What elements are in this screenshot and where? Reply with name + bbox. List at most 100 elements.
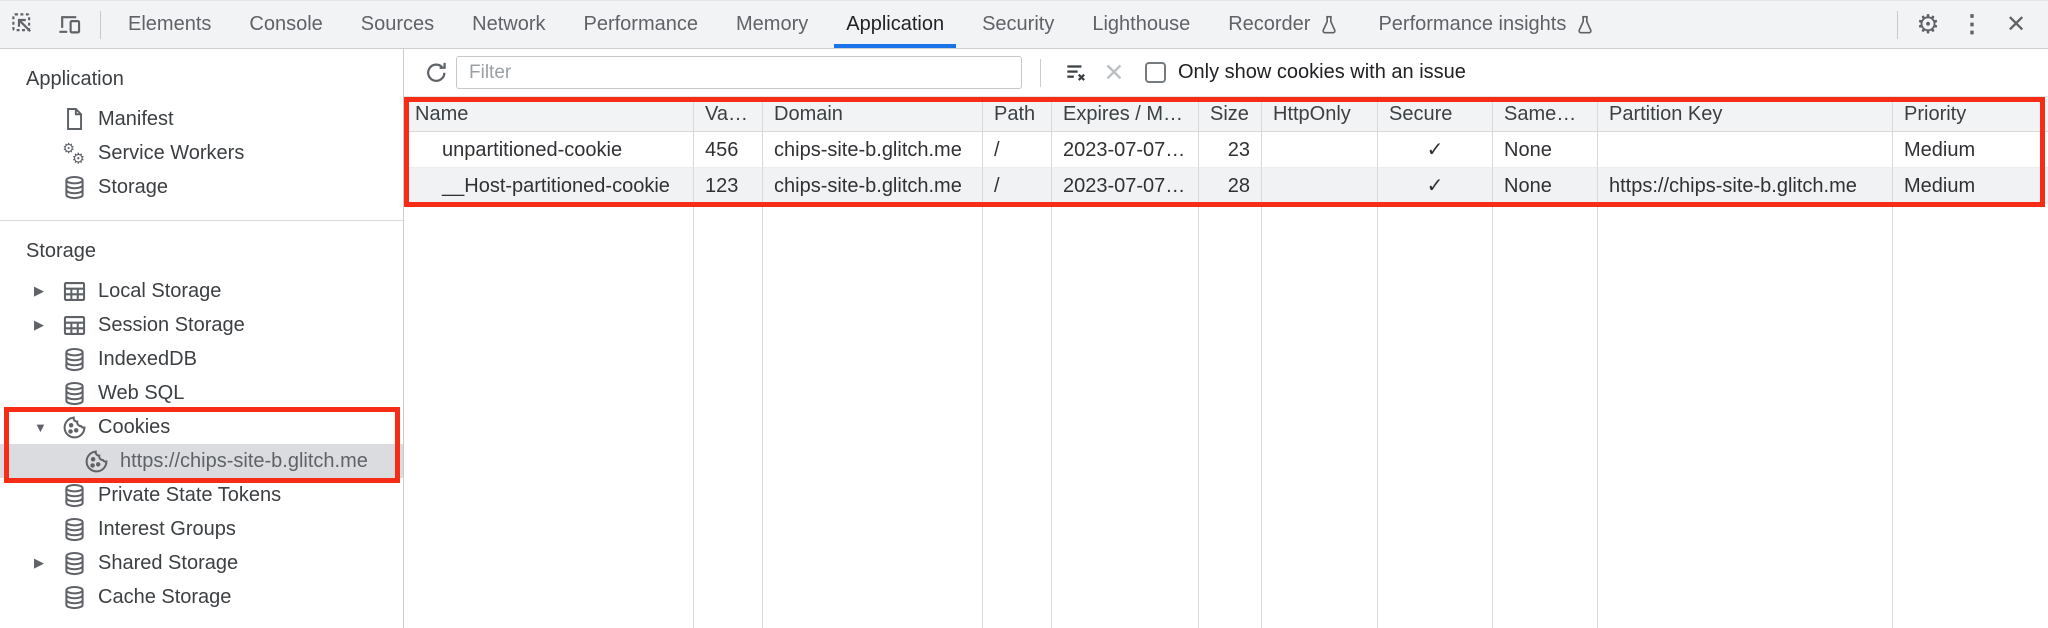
column-header-httponly[interactable]: HttpOnly [1262,97,1378,132]
tab-label: Memory [736,13,809,35]
tab-sources[interactable]: Sources [342,1,453,48]
sidebar-item-label: Cookies [98,415,171,438]
sidebar-item-storage[interactable]: Storage [0,170,403,204]
empty-column-area [1493,204,1598,628]
sidebar-item-private-state-tokens[interactable]: Private State Tokens [0,478,403,512]
tabbar-divider [100,10,101,39]
delete-cookie-button[interactable]: ✕ [1095,53,1133,93]
sidebar-item-indexeddb[interactable]: IndexedDB [0,342,403,376]
sidebar-item-https-chips-site-b-glitch-me[interactable]: https://chips-site-b.glitch.me [0,444,403,478]
tab-lighthouse[interactable]: Lighthouse [1073,1,1209,48]
sidebar-item-service-workers[interactable]: ⚙⚙ Service Workers [0,136,403,170]
cookies-toolbar: ✕ Only show cookies with an issue [404,49,2048,97]
sidebar-item-label: Private State Tokens [98,483,282,506]
cell-domain: chips-site-b.glitch.me [763,132,983,168]
tab-performance[interactable]: Performance [565,1,718,48]
tab-elements[interactable]: Elements [109,1,230,48]
experiment-flask-icon [1574,13,1596,37]
sidebar-item-cookies[interactable]: ▼ Cookies [0,410,403,444]
cell-partition-key [1598,132,1893,168]
tab-console[interactable]: Console [230,1,341,48]
column-header-size[interactable]: Size [1199,97,1262,132]
tab-label: Console [249,13,323,35]
sidebar-item-label: Cache Storage [98,585,232,608]
tab-label: Elements [128,13,212,35]
empty-column-area [1052,204,1199,628]
tab-application[interactable]: Application [827,1,963,48]
column-header-value[interactable]: Value [694,97,763,132]
column-header-priority[interactable]: Priority [1893,97,2048,132]
sidebar-item-label: https://chips-site-b.glitch.me [120,449,368,472]
chevron-right-icon[interactable]: ▶ [34,317,44,332]
sidebar-item-shared-storage[interactable]: ▶ Shared Storage [0,546,403,580]
cell-path: / [983,168,1052,204]
sidebar-item-local-storage[interactable]: ▶Local Storage [0,274,403,308]
section-header-application[interactable]: Application [26,68,124,90]
section-header-storage[interactable]: Storage [26,240,97,262]
tab-label: Sources [360,13,435,35]
devtools-tabbar: Elements Console Sources Network Performance… [0,0,2048,49]
column-header-name[interactable]: Name [404,97,694,132]
cell-secure: ✓ [1378,168,1493,204]
column-header-domain[interactable]: Domain [763,97,983,132]
column-header-expires-m[interactable]: Expires / M… [1052,97,1199,132]
tab-recorder[interactable]: Recorder [1209,1,1359,48]
chevron-right-icon[interactable]: ▶ [34,283,44,298]
column-header-secure[interactable]: Secure [1378,97,1493,132]
settings-button[interactable]: ⚙ [1906,1,1950,49]
tab-security[interactable]: Security [963,1,1073,48]
sidebar-item-interest-groups[interactable]: Interest Groups [0,512,403,546]
chevron-right-icon[interactable]: ▶ [34,555,44,570]
sidebar-item-label: Service Workers [98,141,245,164]
empty-column-area [1893,204,2048,628]
experiment-flask-icon [1318,13,1340,37]
inspect-icon [10,11,37,38]
cell-priority: Medium [1893,168,2048,204]
tabbar-right-divider [1897,10,1898,39]
sidebar-item-label: Shared Storage [98,551,239,574]
empty-column-area [983,204,1052,628]
refresh-button[interactable] [416,53,456,93]
cookies-pane: ✕ Only show cookies with an issue NameVa… [404,49,2048,628]
close-devtools-button[interactable]: ✕ [1994,1,2038,49]
more-vert-icon: ⋮ [1960,11,1984,38]
tab-label: Performance [583,13,699,35]
sidebar-item-manifest[interactable]: Manifest [0,102,403,136]
cell-size: 28 [1199,168,1262,204]
sidebar-item-session-storage[interactable]: ▶Session Storage [0,308,403,342]
tab-label: Network [472,13,546,35]
cell-domain: chips-site-b.glitch.me [763,168,983,204]
sidebar-item-label: Interest Groups [98,517,236,540]
inspect-element-button[interactable] [0,1,46,49]
tab-label: Recorder [1228,13,1311,35]
cell-priority: Medium [1893,132,2048,168]
tab-label: Lighthouse [1092,13,1191,35]
sidebar-item-label: Manifest [98,107,174,130]
tab-network[interactable]: Network [453,1,564,48]
database-icon [60,379,88,407]
device-toolbar-button[interactable] [46,1,92,49]
more-options-button[interactable]: ⋮ [1950,1,1994,49]
svg-text:⚙: ⚙ [72,151,86,168]
sidebar-item-web-sql[interactable]: Web SQL [0,376,403,410]
column-header-partition-key[interactable]: Partition Key [1598,97,1893,132]
cookie-filter-input[interactable] [456,56,1022,89]
table-icon [60,277,88,305]
svg-text:⚙: ⚙ [62,140,75,156]
column-header-samesite[interactable]: SameSite [1493,97,1598,132]
chevron-down-icon[interactable]: ▼ [34,419,47,435]
empty-column-area [1262,204,1378,628]
refresh-icon [423,59,450,86]
column-header-path[interactable]: Path [983,97,1052,132]
sidebar-item-cache-storage[interactable]: Cache Storage [0,580,403,614]
tab-memory[interactable]: Memory [717,1,827,48]
clear-filter-button[interactable] [1057,53,1095,93]
tab-performance-insights[interactable]: Performance insights [1359,1,1615,48]
cookie-icon [60,413,88,441]
only-issue-checkbox[interactable] [1145,62,1166,83]
